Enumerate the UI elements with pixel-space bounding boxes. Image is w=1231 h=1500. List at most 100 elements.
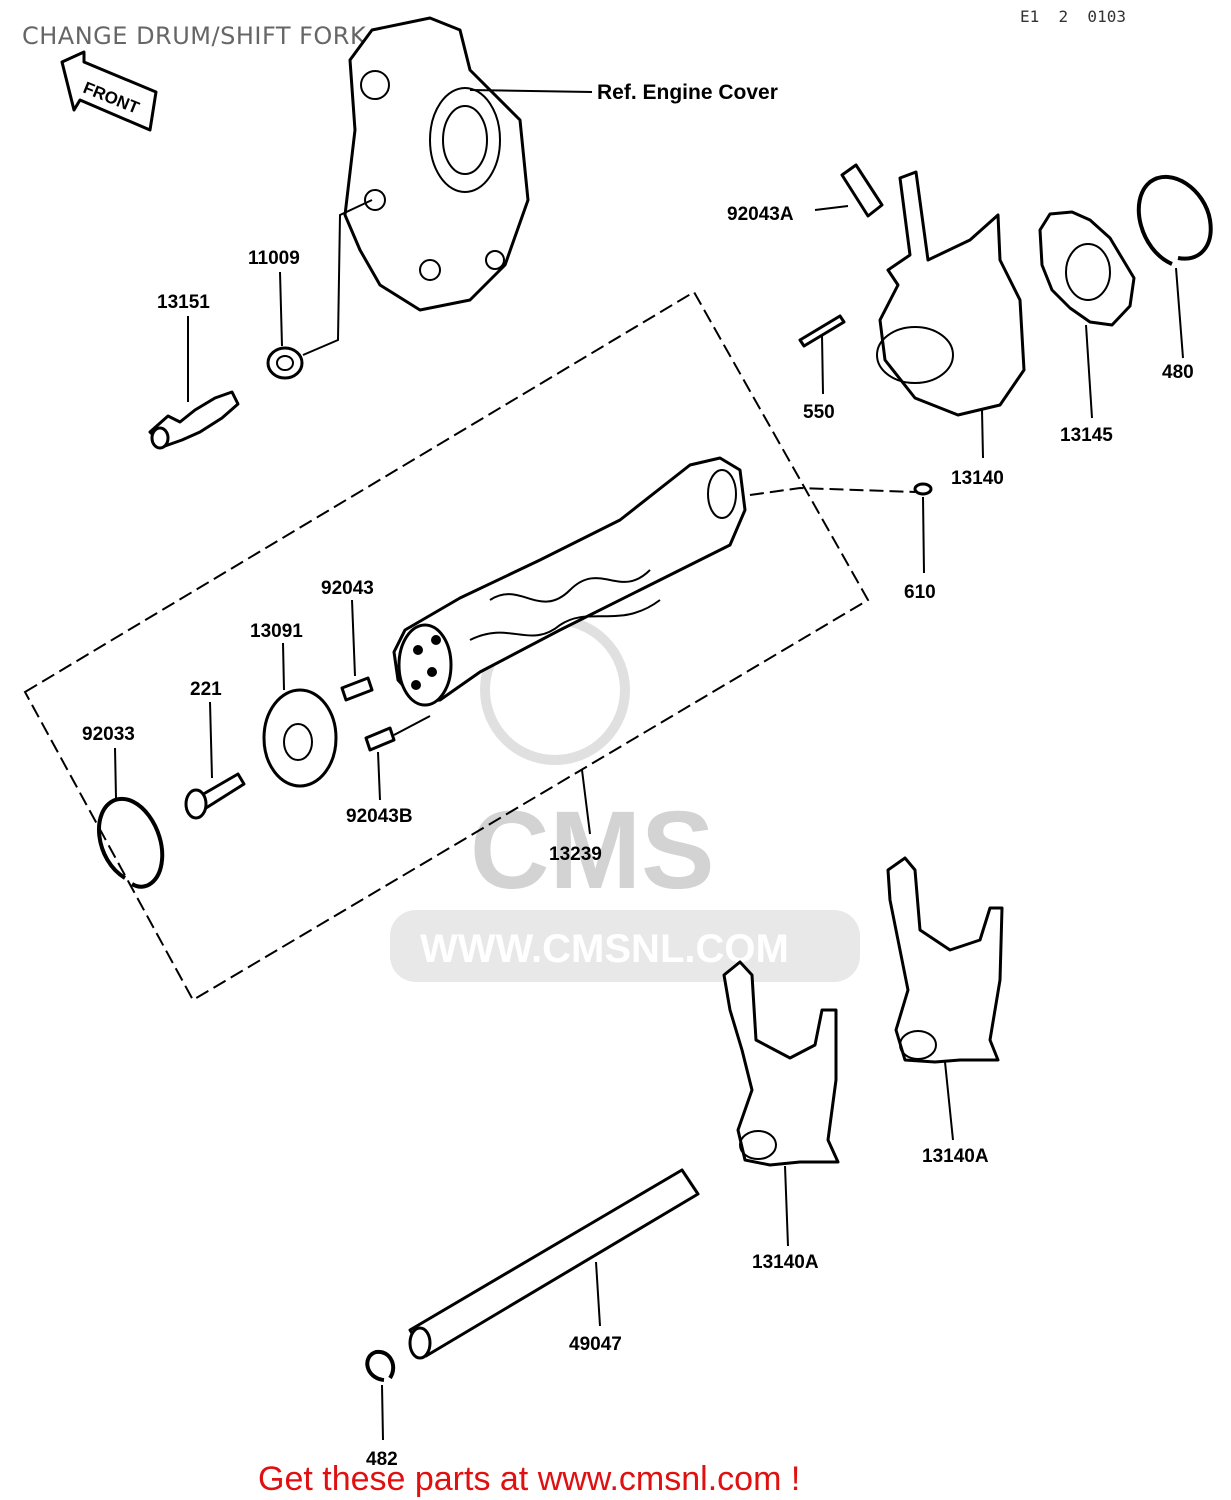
engine-cover [343, 16, 530, 312]
part-label-13145: 13145 [1060, 425, 1113, 446]
pin-plate-body [262, 688, 338, 788]
pin-plate-13091 [262, 688, 338, 788]
ref-engine-cover-label: Ref. Engine Cover [597, 81, 778, 104]
assembly-outline [23, 290, 870, 1002]
shift-fork-body [722, 960, 840, 1167]
drum-groove [469, 599, 661, 641]
engine-cover-plug-hole [364, 189, 386, 211]
leader-line [302, 199, 373, 356]
engine-cover-bore [429, 87, 501, 193]
shift-fork-left-13140A [722, 960, 840, 1167]
drum-cam-13140 [876, 170, 1026, 417]
part-label-13140: 13140 [951, 468, 1004, 489]
part-label-610: 610 [904, 582, 936, 603]
part-label-550: 550 [803, 402, 835, 423]
part-label-92033: 92033 [82, 724, 135, 745]
leader-line [814, 205, 849, 211]
plate-body [1038, 210, 1136, 327]
leader-line [282, 642, 285, 691]
pin-92043B [364, 726, 396, 752]
plate-hole [1065, 243, 1111, 301]
part-label-13140A-right: 13140A [922, 1146, 989, 1167]
drum-pin-hole [411, 680, 421, 690]
diagram-title: CHANGE DRUM/SHIFT FORK [22, 22, 367, 50]
change-drum-13239 [392, 456, 747, 707]
leader-line [581, 769, 591, 835]
leader-line [981, 409, 984, 459]
part-label-13140A-left: 13140A [752, 1252, 819, 1273]
circlip-92033 [97, 796, 165, 889]
pin-92043 [340, 676, 374, 702]
part-label-13151: 13151 [157, 292, 210, 313]
leader-line [469, 89, 593, 93]
watermark-url: WWW.CMSNL.COM [420, 927, 789, 971]
part-label-221: 221 [190, 679, 222, 700]
shift-fork-bore [899, 1030, 937, 1060]
part-label-480: 480 [1162, 362, 1194, 383]
leader-line [381, 1384, 384, 1441]
part-label-11009: 11009 [248, 248, 300, 269]
circlip-480 [1136, 174, 1213, 266]
shift-rod-body [408, 1168, 700, 1358]
footer-cta-link[interactable]: Get these parts at www.cmsnl.com ! [258, 1460, 800, 1498]
neutral-switch-terminal [150, 426, 170, 450]
leader-line [114, 747, 117, 799]
shift-rod-end [408, 1326, 432, 1360]
washer-hole [276, 355, 294, 371]
screw-221 [184, 772, 246, 820]
leader-line [749, 486, 916, 496]
part-label-13239: 13239 [549, 844, 602, 865]
leader-line [922, 496, 925, 574]
plate-13145 [1038, 210, 1136, 327]
drum-shaft-end [707, 469, 737, 519]
leader-line [944, 1061, 954, 1141]
engine-cover-bolt-hole [485, 250, 505, 270]
part-label-92043: 92043 [321, 578, 374, 599]
washer-11009 [266, 346, 304, 380]
leader-line [377, 751, 381, 801]
leader-line [1175, 267, 1184, 359]
neutral-switch-13151 [148, 390, 240, 450]
part-label-49047: 49047 [569, 1334, 622, 1355]
watermark-brand: CMS [470, 789, 714, 912]
leader-line [209, 701, 213, 779]
part-label-13091: 13091 [250, 621, 303, 642]
screw-head [184, 788, 208, 820]
drum-pin-hole [427, 667, 437, 677]
pin-550 [798, 314, 846, 348]
shift-fork-bore [739, 1130, 777, 1160]
pin-610 [913, 482, 933, 496]
cms-watermark: CMS WWW.CMSNL.COM [390, 615, 860, 982]
engine-cover-bolt-hole [419, 259, 441, 281]
drum-cam-bore [876, 326, 954, 384]
leader-line [821, 334, 824, 395]
drum-pin-hole [413, 645, 423, 655]
shift-fork-body [886, 856, 1004, 1064]
engine-cover-bore-inner [442, 105, 488, 175]
leader-line [351, 599, 356, 677]
part-label-92043A: 92043A [727, 204, 794, 225]
pin-92043A [840, 163, 884, 218]
neutral-switch-body [148, 390, 240, 448]
diagram-reference-code: E1 2 0103 [1020, 7, 1126, 26]
part-label-92043B: 92043B [346, 806, 413, 827]
leader-line [279, 271, 283, 347]
drum-groove [489, 569, 651, 603]
engine-cover-boss [360, 70, 390, 100]
leader-line [784, 1165, 789, 1247]
drum-pin-hole [431, 635, 441, 645]
change-drum-end [397, 623, 453, 707]
shift-rod-49047 [408, 1168, 700, 1360]
part-label-482: 482 [366, 1449, 398, 1470]
leader-line [1085, 324, 1093, 419]
drum-cam-body [878, 170, 1026, 417]
pin-plate-center [283, 723, 313, 761]
front-arrow-icon [60, 50, 158, 132]
shift-fork-right-13140A [886, 856, 1004, 1064]
circlip-482 [365, 1349, 396, 1382]
leader-line [595, 1261, 601, 1327]
leader-line [393, 715, 431, 736]
front-direction-arrow: FRONT [60, 50, 158, 132]
